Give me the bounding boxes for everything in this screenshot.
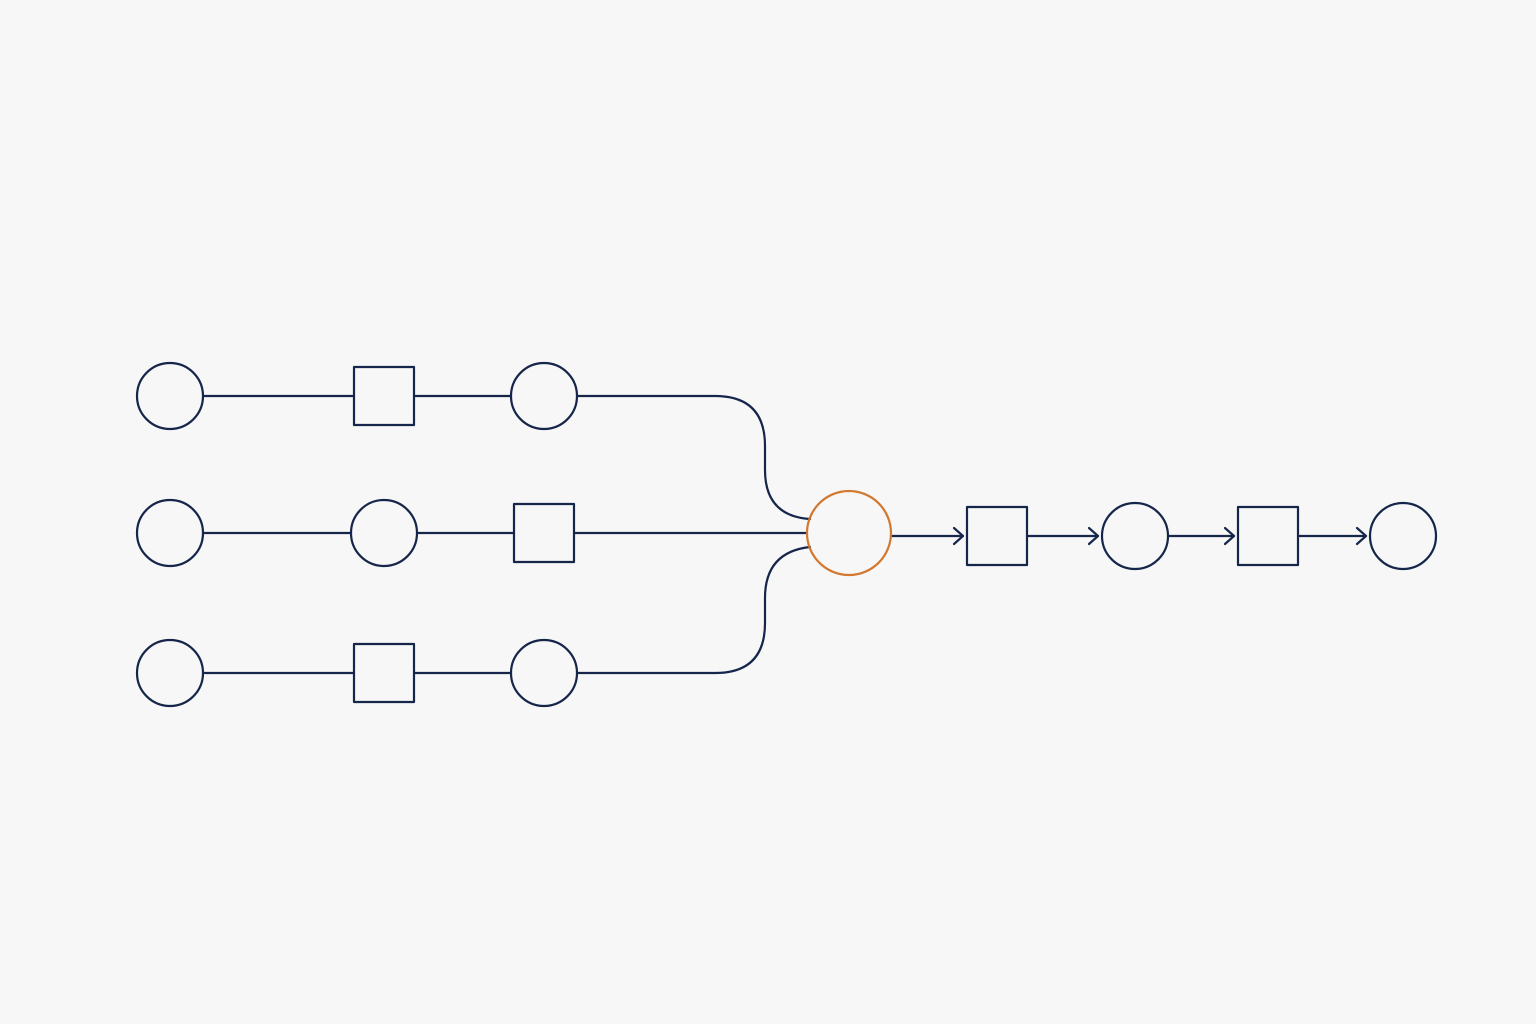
merge-node-circle <box>805 489 893 577</box>
middle-branch-node-2-circle <box>349 498 419 568</box>
output-edge-3-arrowhead <box>1223 526 1236 546</box>
output-edge-1-arrowhead <box>952 526 965 546</box>
middle-branch-node-3-square <box>512 502 576 564</box>
output-edge-4-arrowhead <box>1355 526 1368 546</box>
bottom-branch-merge-connector <box>575 545 812 675</box>
top-branch-node-1-circle <box>135 361 205 431</box>
output-node-1-square <box>965 505 1029 567</box>
diagram-edges <box>201 394 1368 675</box>
bottom-branch-node-3-circle <box>509 638 579 708</box>
diagram-nodes <box>135 361 1438 708</box>
output-node-2-circle <box>1100 501 1170 571</box>
top-branch-node-2-square <box>352 365 416 427</box>
output-edge-2-arrowhead <box>1087 526 1100 546</box>
middle-branch-node-1-circle <box>135 498 205 568</box>
bottom-branch-node-1-circle <box>135 638 205 708</box>
bottom-branch-node-2-square <box>352 642 416 704</box>
output-node-4-circle <box>1368 501 1438 571</box>
output-node-3-square <box>1236 505 1300 567</box>
top-branch-node-3-circle <box>509 361 579 431</box>
top-branch-merge-connector <box>575 394 812 521</box>
